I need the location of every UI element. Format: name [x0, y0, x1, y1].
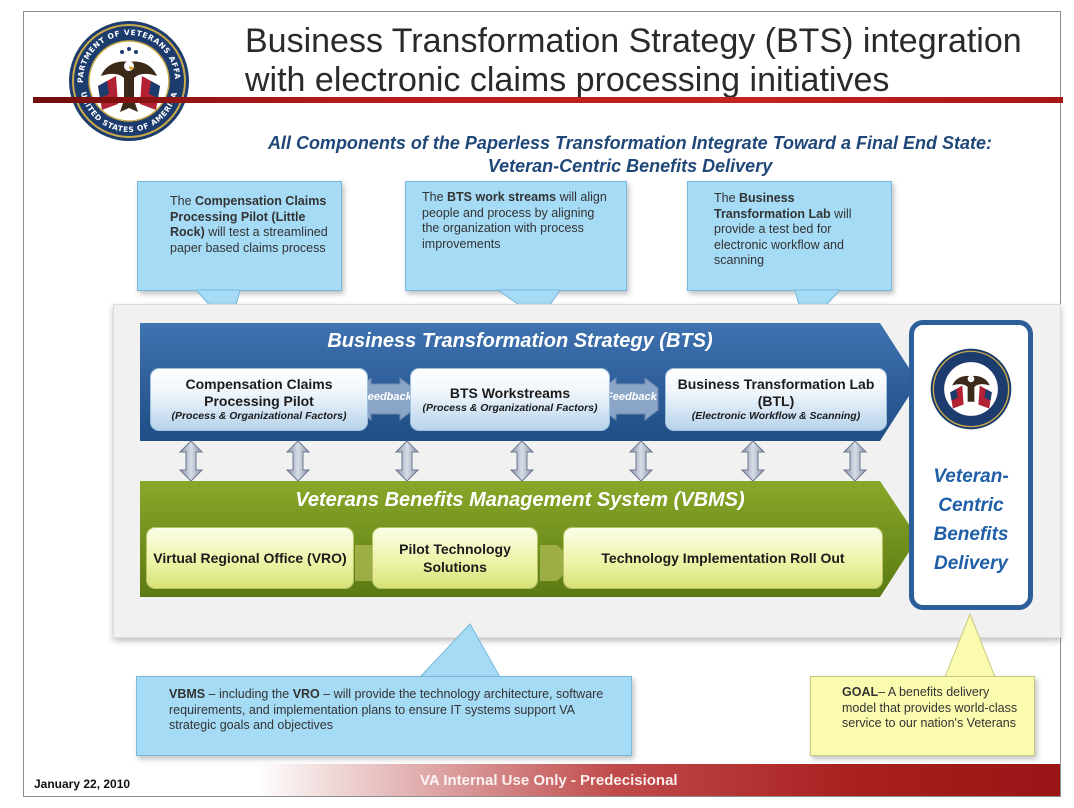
- callout-vbms: VBMS – including the VRO – will provide …: [136, 676, 632, 756]
- footer-classification: VA Internal Use Only - Predecisional: [420, 772, 678, 789]
- bts-box-pilot: Compensation Claims Processing Pilot (Pr…: [150, 368, 368, 431]
- end-state-seal-logo: [930, 348, 1012, 430]
- vbms-band-title: Veterans Benefits Management System (VBM…: [295, 489, 745, 511]
- title-divider: [33, 97, 1063, 103]
- bts-box-lab: Business Transformation Lab (BTL) (Elect…: [665, 368, 887, 431]
- vbms-box-vro-title: Virtual Regional Office (VRO): [153, 550, 347, 566]
- subtitle-line-2: Veteran-Centric Benefits Delivery: [487, 156, 773, 176]
- bts-box-pilot-sub: (Process & Organizational Factors): [171, 410, 347, 422]
- bts-box-workstreams: BTS Workstreams (Process & Organizationa…: [410, 368, 610, 431]
- feedback-label-2: Feedback: [606, 391, 657, 403]
- footer-date: January 22, 2010: [34, 777, 131, 791]
- end-state-text: Veteran- Centric Benefits Delivery: [909, 462, 1033, 578]
- bts-box-workstreams-title: BTS Workstreams: [449, 384, 571, 401]
- callout-workstreams: The BTS work streams will align people a…: [405, 181, 627, 291]
- vbms-box-pilot-tech-title: Pilot Technology Solutions: [399, 541, 511, 575]
- end-state-line-2: Centric: [938, 495, 1004, 516]
- footer-bar: [254, 764, 1060, 796]
- feedback-label-1: Feedback: [361, 391, 412, 403]
- vertical-connectors: [178, 440, 868, 482]
- vbms-box-rollout: Technology Implementation Roll Out: [563, 527, 883, 589]
- subtitle-line-1: All Components of the Paperless Transfor…: [267, 133, 993, 153]
- callout-goal: GOAL– A benefits delivery model that pro…: [810, 676, 1035, 756]
- slide-title: Business Transformation Strategy (BTS) i…: [245, 22, 1022, 99]
- end-state-line-3: Benefits: [933, 524, 1009, 545]
- vbms-box-pilot-tech: Pilot Technology Solutions: [372, 527, 538, 589]
- vbms-box-vro: Virtual Regional Office (VRO): [146, 527, 354, 589]
- bts-box-pilot-title: Compensation Claims Processing Pilot: [185, 376, 333, 409]
- end-state-box: [909, 320, 1033, 610]
- bts-band-title: Business Transformation Strategy (BTS): [327, 330, 713, 352]
- bts-box-lab-sub: (Electronic Workflow & Scanning): [691, 410, 861, 422]
- callout-pilot: The Compensation Claims Processing Pilot…: [137, 181, 342, 291]
- vbms-box-rollout-title: Technology Implementation Roll Out: [601, 550, 845, 566]
- end-state-line-4: Delivery: [934, 553, 1008, 574]
- bts-box-workstreams-sub: (Process & Organizational Factors): [422, 401, 598, 414]
- end-state-line-1: Veteran-: [933, 466, 1009, 487]
- bts-box-lab-title: Business Transformation Lab (BTL): [677, 376, 875, 409]
- callout-lab: The Business Transformation Lab will pro…: [687, 181, 892, 291]
